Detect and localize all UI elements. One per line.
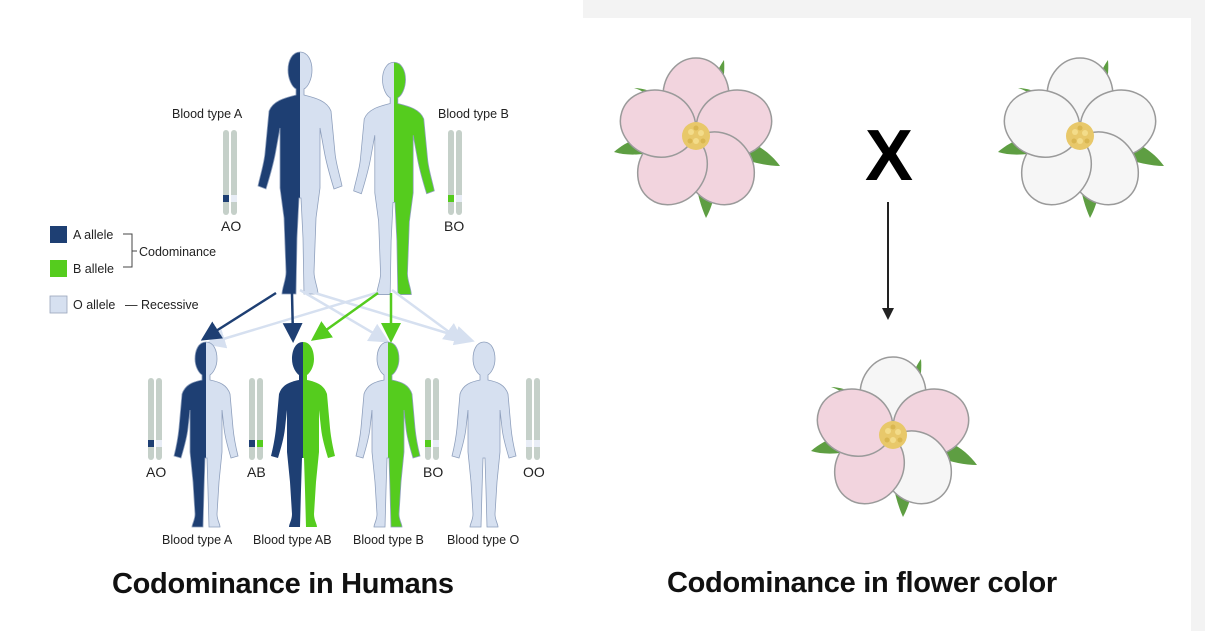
b-allele-swatch: [50, 260, 67, 277]
parent2-blood-type: Blood type B: [438, 107, 509, 121]
child1-chromosomes: [148, 378, 162, 460]
parent2-genotype: BO: [444, 218, 464, 234]
flower-diagram: X: [610, 57, 1166, 519]
flower-title: Codominance in flower color: [667, 567, 1057, 599]
legend: A allele B allele O allele Codominance —…: [49, 226, 216, 314]
flower-panel: X Codominance in flower color: [583, 0, 1205, 631]
child-figure-ab: [271, 342, 335, 527]
humans-panel: Blood type A AO Blood type B BO A allele…: [0, 0, 583, 631]
codominance-label: Codominance: [139, 245, 216, 259]
cross-result-arrow: [882, 202, 894, 320]
codominance-bracket: [123, 233, 133, 268]
pink-flower: [610, 57, 782, 220]
child3-genotype: BO: [423, 464, 443, 480]
child2-genotype: AB: [247, 464, 266, 480]
mixed-flower: [807, 356, 979, 519]
cross-symbol: X: [865, 116, 913, 196]
o-allele-label: O allele: [73, 298, 115, 312]
child-figure-oo: [451, 341, 517, 528]
parent2-chromosomes: [448, 130, 462, 215]
o-allele-swatch: [49, 295, 68, 314]
parent-figure-ao: [257, 51, 343, 295]
child-figure-ao: [173, 341, 239, 528]
child1-blood-type: Blood type A: [162, 533, 233, 547]
child4-genotype: OO: [523, 464, 545, 480]
parent1-chromosomes: [223, 130, 237, 215]
white-flower: [994, 57, 1166, 220]
parent1-blood-type: Blood type A: [172, 107, 243, 121]
child-figure-bo: [355, 341, 421, 528]
humans-diagram: Blood type A AO Blood type B BO A allele…: [49, 51, 545, 547]
child4-blood-type: Blood type O: [447, 533, 520, 547]
a-allele-swatch: [50, 226, 67, 243]
recessive-label: — Recessive: [125, 298, 199, 312]
parent-figure-bo: [353, 61, 435, 296]
child1-genotype: AO: [146, 464, 166, 480]
inheritance-arrows: [200, 288, 475, 349]
child3-chromosomes: [425, 378, 439, 460]
child4-chromosomes: [526, 378, 540, 460]
b-allele-label: B allele: [73, 262, 114, 276]
parent1-genotype: AO: [221, 218, 241, 234]
child2-blood-type: Blood type AB: [253, 533, 332, 547]
child3-blood-type: Blood type B: [353, 533, 424, 547]
child2-chromosomes: [249, 378, 263, 460]
humans-title: Codominance in Humans: [112, 568, 454, 600]
a-allele-label: A allele: [73, 228, 113, 242]
